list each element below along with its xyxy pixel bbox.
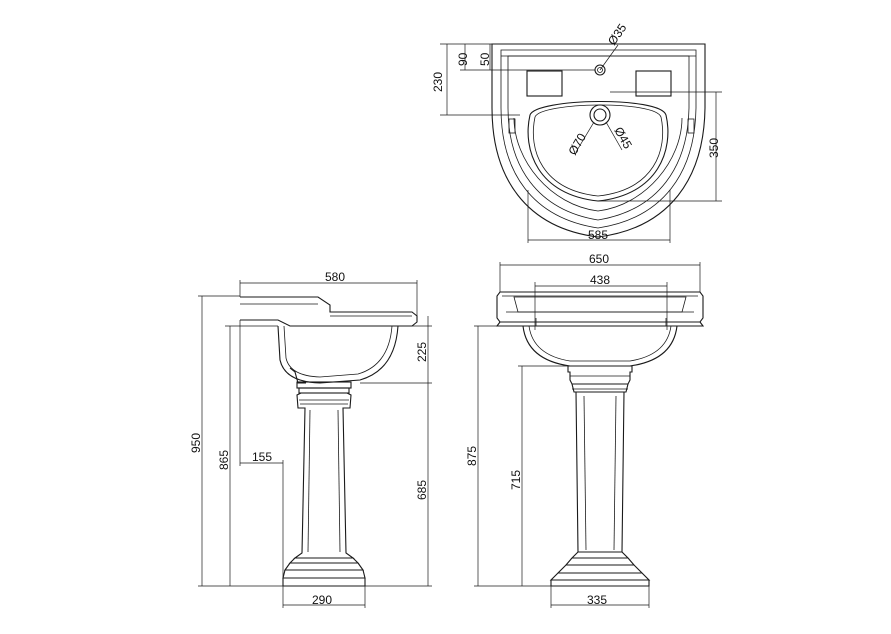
dim-side-865: 865 [217,450,231,470]
dim-plan-230: 230 [431,72,445,92]
front-basin-top [496,291,704,323]
side-basin-profile [240,296,418,327]
side-pedestal-shaft [293,392,355,559]
dim-front-875: 875 [465,446,479,466]
front-plinth [549,551,651,587]
plan-waste-inner [593,108,607,122]
side-plinth [282,557,366,587]
plan-waste-outer [589,104,611,126]
front-pedestal-collar [567,365,633,385]
plan-view: Ø35 230 90 50 Ø70 Ø45 350 585 [431,21,722,243]
front-bowl [522,325,678,367]
front-pedestal-shaft [575,391,625,553]
plan-rim-line-3 [513,117,683,212]
plan-bowl [527,100,669,202]
plan-rim-line-1 [500,49,697,229]
front-apron [495,321,705,327]
plan-outer-outline [491,43,706,238]
dim-plan-50: 50 [478,52,492,66]
dim-front-335: 335 [587,593,607,607]
dim-waste-70: Ø70 [565,131,589,158]
plan-rim-line-2 [507,55,690,221]
dim-side-155: 155 [252,450,272,464]
dim-side-580: 580 [325,270,345,284]
front-view: 650 438 875 715 335 [465,252,705,608]
plan-soap-recess-right [635,70,672,97]
side-view: 580 225 685 950 865 155 290 [189,270,432,608]
dim-front-715: 715 [509,470,523,490]
plan-soap-recess-left [526,70,563,97]
dim-side-685: 685 [415,480,429,500]
dim-plan-90: 90 [456,52,470,66]
dim-plan-350: 350 [707,138,721,158]
dim-side-950: 950 [189,433,203,453]
dim-front-650: 650 [589,252,609,266]
dim-side-225: 225 [415,342,429,362]
dim-plan-585: 585 [588,228,608,242]
dim-front-438: 438 [590,273,610,287]
dim-side-290: 290 [312,593,332,607]
